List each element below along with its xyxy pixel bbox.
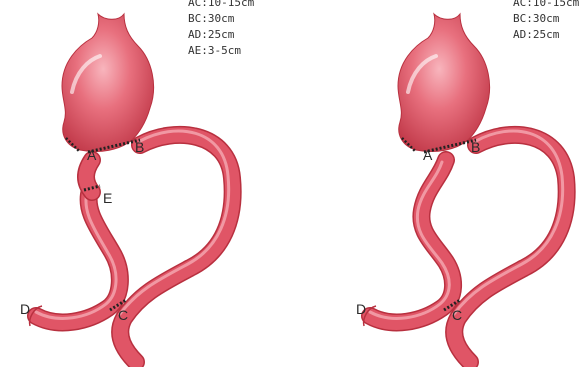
measurement-list: AC:10-15cm BC:30cm AD:25cm [513,0,580,41]
point-a: A [423,147,433,163]
measurement-list: AC:10-15cm BC:30cm AD:25cm AE:3-5cm [188,0,255,57]
point-a: A [87,147,97,163]
stomach [62,14,154,152]
point-b: B [135,139,144,155]
measurement-ad: AD:25cm [513,28,560,41]
bowel-limb-d [36,190,120,322]
bowel-limb-ae [86,160,92,192]
right-panel: AC:10-15cm BC:30cm AD:25cm A B C D [356,0,580,362]
point-e: E [103,190,112,206]
bowel-loop-bc [454,131,567,362]
measurement-ae: AE:3-5cm [188,44,241,57]
measurement-ad: AD:25cm [188,28,235,41]
bowel-limb-d [370,160,453,322]
measurement-bc: BC:30cm [513,12,560,25]
bowel-loop-bc [120,131,233,362]
point-c: C [118,307,128,323]
measurement-ac: AC:10-15cm [188,0,255,9]
measurement-ac: AC:10-15cm [513,0,580,9]
measurement-bc: BC:30cm [188,12,235,25]
point-d: D [20,301,30,317]
stomach [398,14,490,152]
point-b: B [471,139,480,155]
point-d: D [356,301,366,317]
left-panel: AC:10-15cm BC:30cm AD:25cm AE:3-5cm A B … [20,0,255,362]
point-c: C [452,307,462,323]
